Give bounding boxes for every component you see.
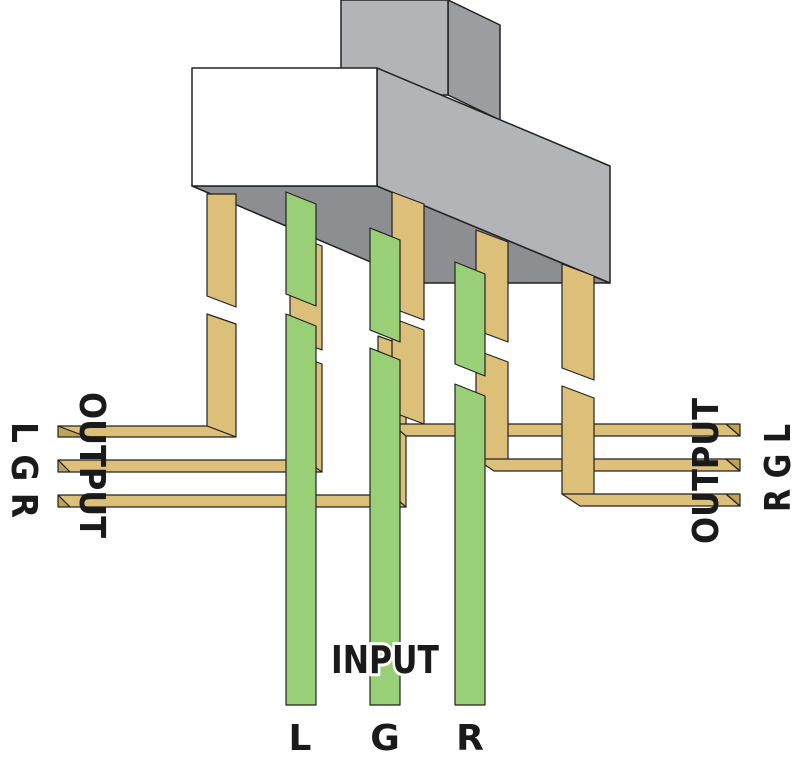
input-pin-label-g: G	[370, 718, 400, 759]
right-pin-labels: R G L	[758, 424, 799, 512]
input-title: INPUT	[331, 638, 439, 682]
left-output-label: OUTPUT	[71, 392, 112, 538]
input-pin-label-l: L	[289, 718, 312, 759]
housing-front	[191, 67, 378, 187]
output-lead-right-r	[561, 263, 741, 507]
right-output-label: OUTPUT	[686, 398, 727, 544]
input-pin-r	[454, 261, 486, 706]
input-pin-g	[369, 227, 401, 706]
left-pin-labels: L G R	[3, 422, 44, 518]
input-pins	[285, 191, 486, 706]
input-pin-label-r: R	[456, 718, 484, 759]
output-lead-left-l	[57, 193, 237, 438]
input-pin-l	[285, 191, 317, 706]
